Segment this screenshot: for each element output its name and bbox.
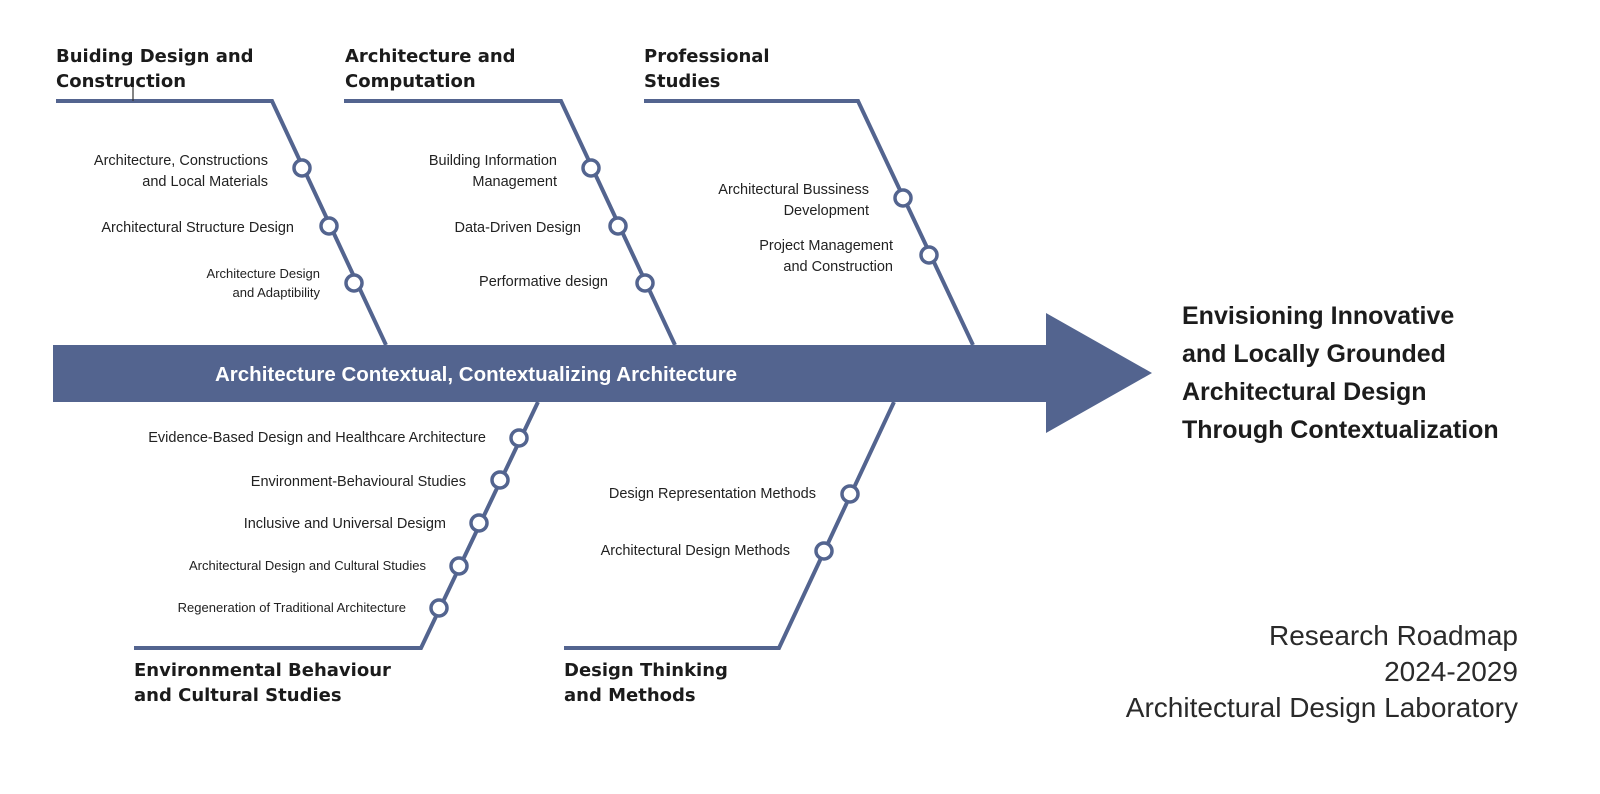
bone-environmental-behaviour-node-4 [449,556,469,576]
category-title-environmental-behaviour: Environmental Behaviour and Cultural Stu… [134,660,391,706]
roadmap-caption: Research Roadmap 2024-2029 Architectural… [1125,620,1518,723]
bone-professional-studies-node-1 [893,188,913,208]
category-title-professional-studies: Professional Studies [644,46,770,92]
bone-environmental-behaviour-node-3 [469,513,489,533]
bone-building-design [56,99,388,346]
item-project-management-construction: Project Management and Construction [759,238,893,275]
bone-architecture-computation-node-2 [608,216,628,236]
bone-architecture-computation-node-3 [635,273,655,293]
bone-design-thinking-node-1 [840,484,860,504]
category-title-architecture-computation: Architecture and Computation [345,46,516,92]
bone-environmental-behaviour-node-2 [490,470,510,490]
item-environment-behavioural-studies: Environment-Behavioural Studies [250,474,466,490]
bone-environmental-behaviour-node-1 [509,428,529,448]
item-performative-design: Performative design [479,274,608,290]
spine-label: Architecture Contextual, Contextualizing… [215,363,738,386]
item-data-driven-design: Data-Driven Design [454,220,581,236]
bone-design-thinking-node-2 [814,541,834,561]
category-title-design-thinking: Design Thinking and Methods [564,660,728,706]
category-title-building-design: Buiding Design and Construction [56,46,254,92]
spine-arrow [53,313,1152,433]
item-regeneration-traditional: Regeneration of Traditional Architecture [177,600,406,615]
item-architecture-constructions: Architecture, Constructions and Local Ma… [93,153,268,190]
item-architectural-structure-design: Architectural Structure Design [101,220,294,236]
bone-building-design-node-2 [319,216,339,236]
bone-professional-studies-node-2 [919,245,939,265]
bone-environmental-behaviour-node-5 [429,598,449,618]
goal-statement: Envisioning Innovative and Locally Groun… [1182,302,1499,444]
bone-building-design-node-3 [344,273,364,293]
item-architectural-bussiness-development: Architectural Bussiness Development [718,182,869,219]
item-inclusive-universal-design: Inclusive and Universal Desigm [243,516,446,532]
bone-architecture-computation [344,99,677,346]
bone-group [56,82,975,650]
item-architectural-design-methods: Architectural Design Methods [600,543,790,559]
bone-building-design-node-1 [292,158,312,178]
item-evidence-based-design: Evidence-Based Design and Healthcare Arc… [148,430,486,446]
bone-professional-studies [644,99,975,346]
bone-design-thinking [564,401,896,650]
item-architecture-design-adaptibility: Architecture Design and Adaptibility [206,266,320,300]
bone-architecture-computation-node-1 [581,158,601,178]
item-architectural-design-cultural: Architectural Design and Cultural Studie… [188,558,426,573]
item-design-representation-methods: Design Representation Methods [608,486,816,502]
item-building-information-management: Building Information Management [428,153,557,190]
